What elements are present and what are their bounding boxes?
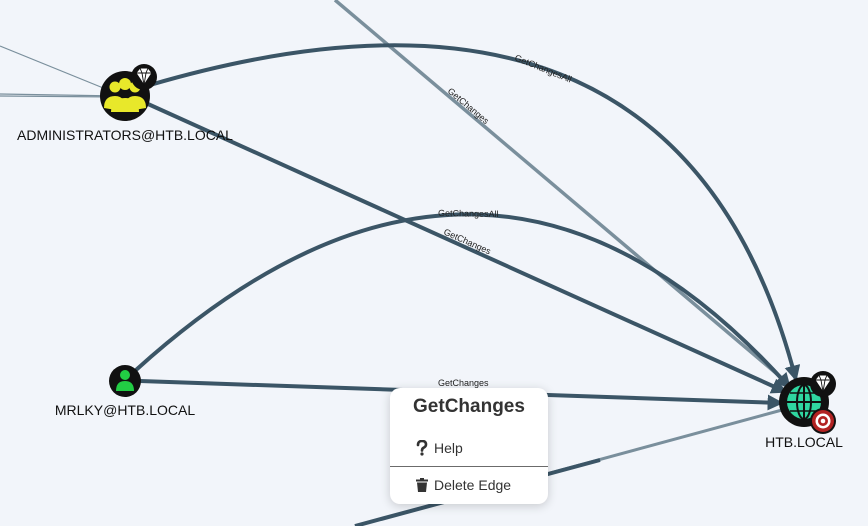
gem-icon [131,64,157,90]
globe-icon [787,384,821,420]
node-administrators[interactable]: ADMINISTRATORS@HTB.LOCAL [17,64,233,143]
edge-label: GetChanges [446,86,492,126]
delete-edge-label: Delete Edge [434,477,512,493]
edge-label: GetChangesAll [513,53,573,85]
help-label: Help [434,440,463,456]
menu-divider [390,466,548,467]
user-icon [116,370,134,391]
edge-offscreen-3[interactable] [0,95,119,98]
edge-label: GetChangesAll [438,208,499,219]
trash-icon [414,478,430,492]
gem-icon [810,371,836,397]
context-menu-title: GetChanges [413,396,525,417]
delete-edge-menu-item[interactable]: Delete Edge [390,470,548,500]
edge-admin-getchangesall[interactable] [149,43,801,382]
edge-getchanges-offscreen[interactable] [333,0,792,387]
group-icon [104,78,146,112]
edge-label: GetChanges [438,378,489,388]
help-menu-item[interactable]: Help [390,433,548,463]
edge-admin-getchanges[interactable] [147,102,788,394]
question-icon [414,440,430,456]
edge-offscreen-2[interactable] [0,93,119,97]
node-label: HTB.LOCAL [765,434,843,450]
target-icon [810,408,836,434]
edge-context-menu: GetChanges Help Delete Edge [390,388,548,504]
node-domain[interactable]: HTB.LOCAL [765,371,843,450]
edge-offscreen-1[interactable] [0,45,119,95]
edge-mrlky-getchangesall[interactable] [134,212,792,390]
node-label: MRLKY@HTB.LOCAL [55,402,195,418]
node-label: ADMINISTRATORS@HTB.LOCAL [17,127,233,143]
node-mrlky[interactable]: MRLKY@HTB.LOCAL [55,365,195,418]
